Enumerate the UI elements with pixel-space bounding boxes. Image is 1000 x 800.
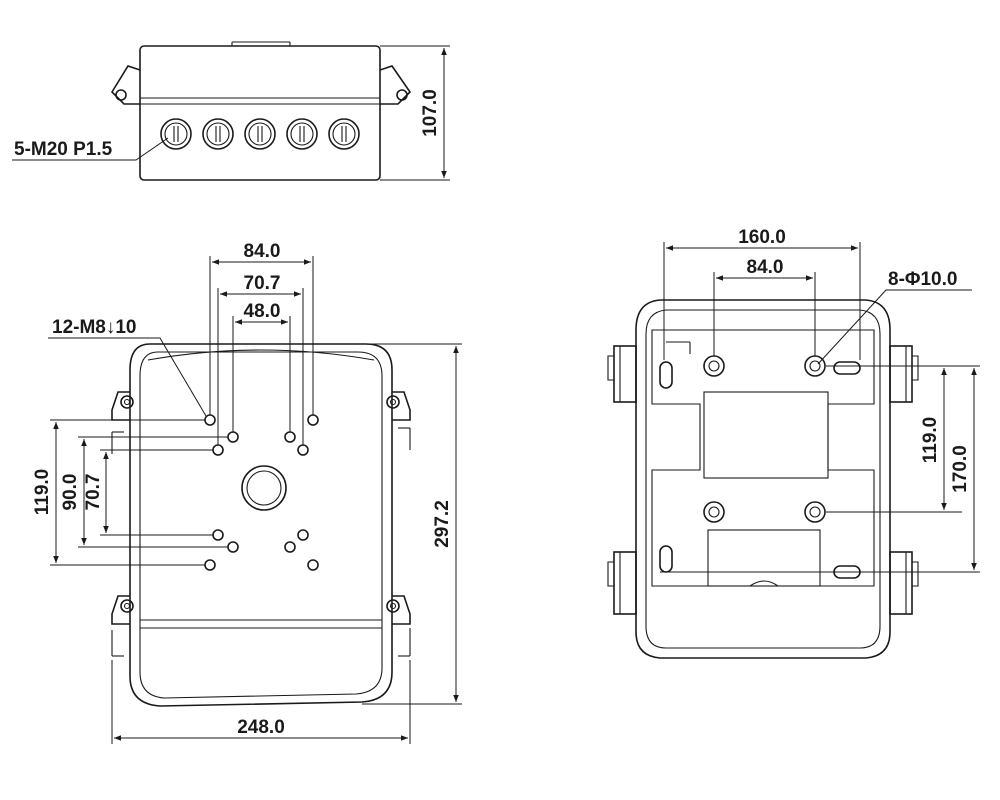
back-lower-recess	[707, 529, 821, 587]
dim-label-70-7-left: 70.7	[83, 474, 104, 511]
right-ear-hole	[396, 89, 408, 101]
thread-leader-line	[48, 337, 207, 417]
dim-label-119-front: 119.0	[32, 469, 53, 516]
thread-label: 12-M8↓10	[52, 317, 137, 338]
dim-label-107: 107.0	[420, 89, 441, 137]
dim-label-48: 48.0	[244, 301, 281, 322]
slot-top-left	[659, 361, 673, 389]
front-right-bottom-ear	[386, 595, 411, 657]
center-conduit-hole	[241, 465, 287, 511]
dim-label-84-front: 84.0	[244, 241, 281, 262]
dim-label-70-7-top: 70.7	[244, 273, 281, 294]
left-ear-hole	[115, 89, 127, 101]
back-mount-plate	[651, 329, 875, 587]
slot-bottom-left	[659, 545, 673, 573]
right-mount-ear	[379, 65, 412, 105]
top-view: 5-M20 P1.5 107.0	[12, 41, 450, 181]
back-right-bottom-bracket	[889, 551, 919, 615]
gland-leader-line	[12, 137, 169, 161]
back-view: 160.0 84.0 8-Φ10.0 119.0 170.0	[607, 227, 980, 659]
dim-label-297: 297.2	[432, 500, 453, 548]
dim-label-90: 90.0	[60, 474, 81, 511]
back-mount-holes	[703, 355, 826, 523]
back-center-recess	[703, 391, 829, 479]
cable-gland-2	[202, 118, 234, 150]
hole-label: 8-Φ10.0	[888, 269, 957, 290]
dim-label-119-back: 119.0	[920, 417, 941, 464]
cable-gland-3	[244, 118, 276, 150]
back-right-top-bracket	[889, 345, 919, 403]
dim-label-84-back: 84.0	[747, 257, 784, 278]
back-left-bottom-bracket	[607, 551, 637, 615]
dim-label-248: 248.0	[237, 717, 285, 738]
front-body-outline	[129, 343, 393, 707]
front-left-bottom-ear	[111, 595, 134, 657]
slot-top-right	[833, 361, 861, 375]
cable-gland-1	[160, 118, 192, 150]
cable-gland-4	[286, 118, 318, 150]
left-mount-ear	[110, 65, 141, 105]
front-right-top-ear	[386, 391, 411, 450]
hole-leader-line	[817, 289, 972, 365]
cable-gland-5	[328, 118, 360, 150]
dim-label-160: 160.0	[738, 227, 786, 248]
dim-label-170: 170.0	[950, 445, 971, 493]
front-view: 84.0 70.7 48.0 12-M8↓10 119.0 90.0 70.7 …	[32, 241, 462, 744]
back-left-top-bracket	[607, 345, 637, 403]
back-body-outline	[635, 299, 891, 659]
junction-box-top-outline	[139, 45, 381, 181]
cable-gland-label: 5-M20 P1.5	[14, 139, 113, 160]
